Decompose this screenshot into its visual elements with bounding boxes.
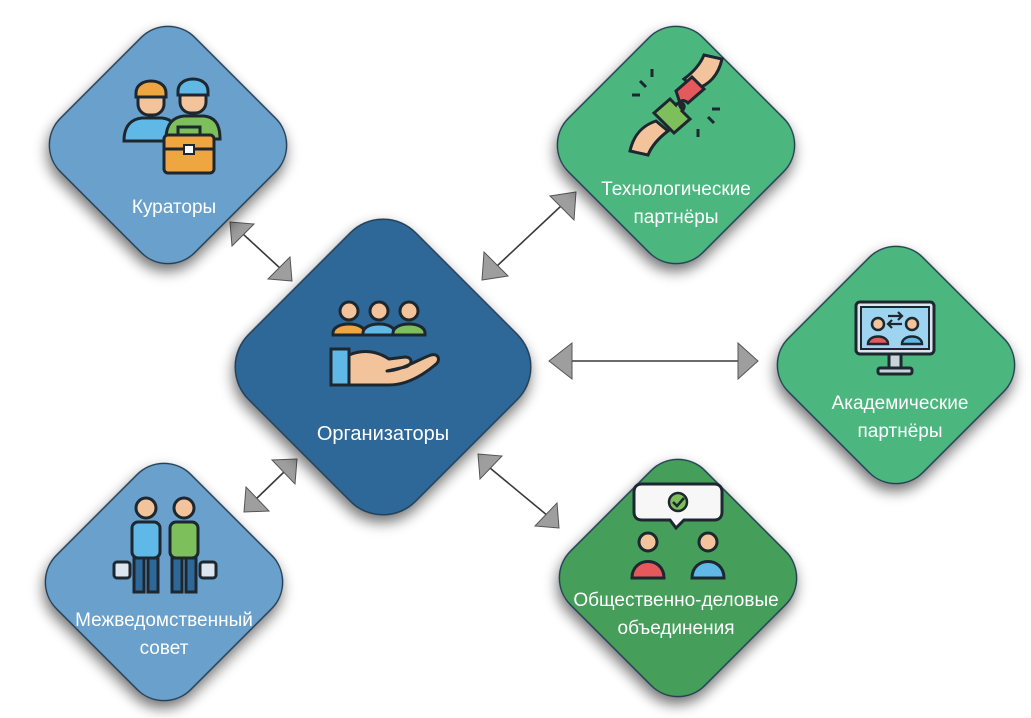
- arrow-central-council: [243, 458, 298, 513]
- arrow-central-curators: [229, 221, 293, 282]
- node-council: Межведомственный совет: [44, 462, 284, 702]
- academic-partners-label-line2: партнёры: [858, 421, 943, 442]
- puzzle-handshake-icon: [628, 53, 724, 157]
- node-academic-partners: Академические партнёры: [776, 245, 1016, 485]
- council-label-line1: Межведомственный: [75, 610, 253, 631]
- managers-briefcase-icon: [122, 77, 222, 175]
- public-orgs-label-line2: объединения: [618, 618, 735, 639]
- arrow-central-public-orgs: [477, 453, 560, 529]
- public-orgs-label-line1: Общественно-деловые: [573, 590, 778, 611]
- tech-partners-label-line2: партнёры: [634, 207, 719, 228]
- team-hand-icon: [329, 300, 440, 387]
- delegates-icon: [112, 496, 218, 594]
- academic-partners-label-line1: Академические: [832, 393, 969, 414]
- node-tech-partners: Технологические партнёры: [556, 25, 796, 265]
- node-curators: Кураторы: [48, 25, 288, 265]
- central-label: Организаторы: [317, 423, 449, 445]
- node-central-organizers: Организаторы: [234, 218, 532, 516]
- arrow-central-tech-partners: [481, 191, 577, 281]
- node-public-orgs: Общественно-деловые объединения: [558, 458, 798, 698]
- video-conference-icon: [854, 300, 936, 376]
- council-label-line2: совет: [140, 638, 189, 659]
- curators-label: Кураторы: [132, 197, 216, 218]
- discussion-check-icon: [630, 482, 726, 580]
- tech-partners-label-line1: Технологические: [601, 179, 751, 200]
- arrow-central-academic: [548, 341, 759, 381]
